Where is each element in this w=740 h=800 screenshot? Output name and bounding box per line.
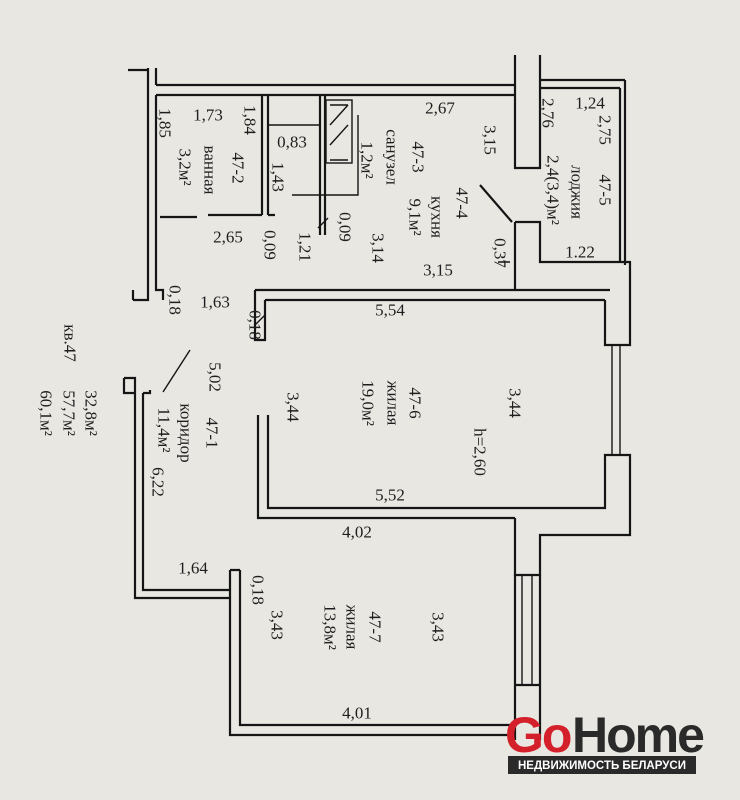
- room-area: 11,4м²: [155, 408, 174, 453]
- dim-label: 1,73: [193, 106, 223, 125]
- dim-label: 2,75: [596, 115, 615, 145]
- dim-label: 6,22: [149, 467, 168, 497]
- room-area: 2,4(3,4)м²: [544, 155, 563, 225]
- dim-label: 1,24: [575, 94, 605, 113]
- room-name: санузел: [383, 129, 402, 185]
- logo-tagline-bar: [508, 756, 696, 774]
- logo-tagline: НЕДВИЖИМОСТЬ БЕЛАРУСИ: [518, 760, 686, 772]
- room-area: 9,1м²: [406, 198, 425, 235]
- dim-label: 4,02: [342, 523, 372, 542]
- dim-label: 2,67: [425, 99, 455, 118]
- room-area: 3,2м²: [176, 148, 195, 185]
- room-name: коридор: [177, 403, 196, 462]
- logo-go: Go: [505, 707, 571, 763]
- labels: 1,85 3,2м² ванная 47-2 1,84 1,43 1,2м² с…: [37, 94, 615, 723]
- dim-label: 5,02: [206, 362, 225, 392]
- room-name: жилая: [384, 380, 403, 426]
- dim-label: 1,64: [178, 559, 208, 578]
- dim-label: 0,09: [336, 212, 355, 242]
- dim-label: 2,65: [213, 228, 243, 247]
- apartment-living-area: 32,8м²: [82, 390, 101, 436]
- dim-label: 3,44: [284, 392, 303, 422]
- dim-label: 3,43: [429, 612, 448, 642]
- dim-label: 1.22: [565, 243, 595, 262]
- dim-label: 3,44: [506, 388, 525, 418]
- room-id: 47-7: [366, 611, 385, 643]
- room-id: 47-6: [406, 387, 425, 418]
- dim-label: 1,84: [241, 105, 260, 135]
- room-area: 19,0м²: [359, 380, 378, 426]
- dim-label: 1,43: [269, 162, 288, 192]
- dim-label: 4,01: [342, 704, 372, 723]
- apartment-total-area: 57,7м²: [60, 390, 79, 436]
- dim-label: 3,14: [369, 233, 388, 263]
- ceiling-height: h=2,60: [471, 428, 490, 476]
- apartment-number: кв.47: [61, 324, 80, 362]
- room-area: 13,8м²: [321, 604, 340, 650]
- walls: [122, 55, 632, 740]
- room-name: лоджия: [568, 165, 587, 219]
- dim-label: 0,18: [246, 310, 265, 340]
- apartment-total-with-loggia: 60,1м²: [37, 390, 56, 436]
- room-name: ванная: [201, 146, 220, 195]
- dim-label: 3,15: [423, 261, 453, 280]
- room-name: кухня: [428, 196, 447, 238]
- dim-label: 3,15: [481, 125, 500, 155]
- dim-label: 2,76: [539, 98, 558, 128]
- room-name: жилая: [343, 604, 362, 650]
- dim-label: 0,83: [277, 133, 307, 152]
- gohome-logo: Go Home НЕДВИЖИМОСТЬ БЕЛАРУСИ: [505, 707, 706, 774]
- dim-label: 1,21: [296, 232, 315, 262]
- dim-label: 1,85: [156, 108, 175, 138]
- room-id: 47-3: [409, 141, 428, 172]
- dim-label: 0,18: [249, 575, 268, 605]
- dim-label: 0,37: [491, 238, 510, 268]
- dim-label: 0,18: [166, 285, 185, 315]
- room-id: 47-2: [229, 152, 248, 183]
- room-area: 1,2м²: [358, 141, 377, 178]
- logo-home: Home: [572, 707, 704, 763]
- dim-label: 3,43: [268, 610, 287, 640]
- room-id: 47-1: [203, 417, 222, 448]
- room-id: 47-5: [596, 174, 615, 205]
- room-id: 47-4: [453, 187, 472, 219]
- dim-label: 1,63: [200, 293, 230, 312]
- dim-label: 0,09: [261, 230, 280, 260]
- dim-label: 5,54: [375, 301, 405, 320]
- dim-label: 5,52: [375, 486, 405, 505]
